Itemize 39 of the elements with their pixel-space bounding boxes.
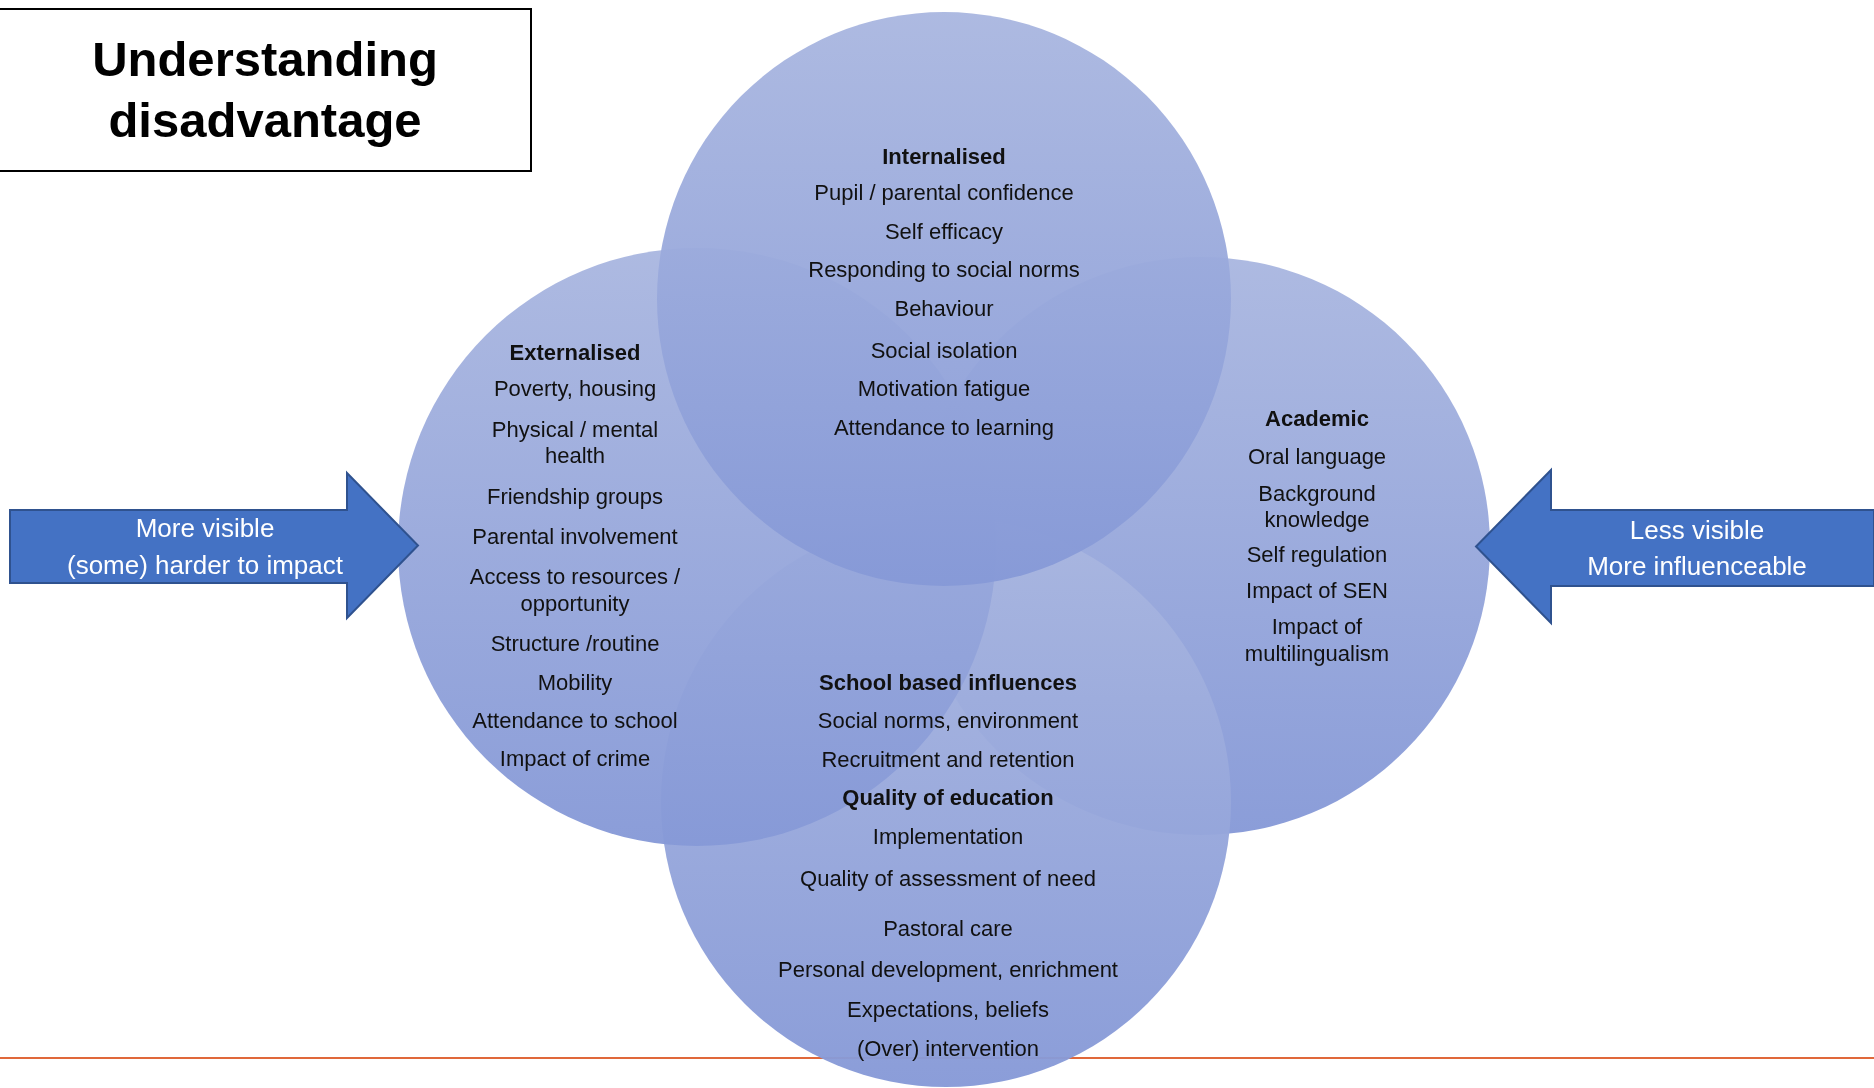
- list-item: Social isolation: [870, 337, 1018, 365]
- arrow-label: Less visible: [1629, 513, 1765, 547]
- list-item: Pupil / parental confidence: [814, 180, 1074, 207]
- list-item: (Over) intervention: [856, 1035, 1040, 1062]
- list-item: Personal development, enrichment: [778, 956, 1118, 984]
- section-heading: Academic: [1265, 406, 1369, 433]
- list-item: Oral language: [1247, 444, 1387, 471]
- list-item: Background knowledge: [1257, 480, 1377, 534]
- list-item: Implementation: [872, 823, 1024, 850]
- list-item: Parental involvement: [472, 523, 678, 551]
- list-item: Self efficacy: [884, 218, 1004, 246]
- list-item: Mobility: [537, 669, 613, 696]
- list-item: Impact of multilingualism: [1243, 614, 1391, 668]
- arrow-label: More influenceable: [1587, 550, 1807, 583]
- title: Understanding disadvantage: [91, 30, 439, 149]
- section-heading: Externalised: [509, 340, 641, 367]
- list-item: Responding to social norms: [808, 257, 1080, 284]
- section-heading: Quality of education: [842, 785, 1054, 812]
- list-item: Physical / mental health: [490, 416, 660, 470]
- list-item: Expectations, beliefs: [847, 997, 1049, 1024]
- list-item: Structure /routine: [490, 631, 660, 658]
- list-item: Pastoral care: [883, 916, 1013, 943]
- section-heading: School based influences: [819, 670, 1077, 697]
- list-item: Impact of SEN: [1246, 577, 1388, 605]
- list-item: Recruitment and retention: [821, 746, 1075, 774]
- arrow-label: (some) harder to impact: [67, 548, 343, 582]
- list-item: Attendance to learning: [833, 414, 1055, 442]
- list-item: Quality of assessment of need: [800, 865, 1096, 893]
- list-item: Impact of crime: [499, 746, 651, 773]
- section-heading: Internalised: [882, 144, 1006, 171]
- list-item: Poverty, housing: [493, 376, 657, 403]
- list-item: Access to resources / opportunity: [468, 564, 682, 618]
- list-item: Social norms, environment: [817, 708, 1079, 735]
- list-item: Behaviour: [894, 295, 994, 322]
- arrow-label: More visible: [135, 512, 275, 546]
- list-item: Self regulation: [1246, 541, 1388, 568]
- list-item: Attendance to school: [472, 707, 678, 735]
- list-item: Friendship groups: [486, 483, 664, 510]
- list-item: Motivation fatigue: [857, 376, 1031, 403]
